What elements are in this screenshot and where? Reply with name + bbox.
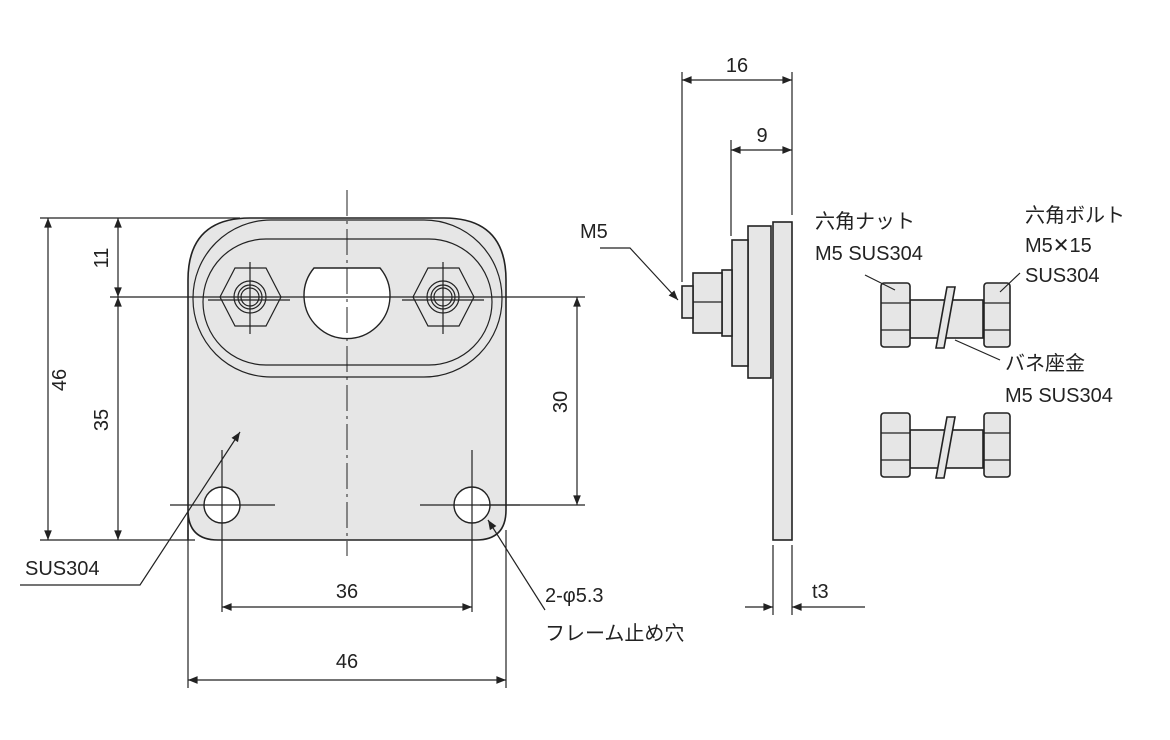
washer-name-label: バネ座金 xyxy=(1005,352,1085,375)
dim-center-to-bottom: 35 xyxy=(91,409,113,431)
dim-hole-pitch: 36 xyxy=(336,581,358,603)
side-view xyxy=(600,72,865,615)
dim-overall-width: 46 xyxy=(336,651,358,673)
dim-overall-height: 46 xyxy=(49,369,71,391)
nut-name-label: 六角ナット xyxy=(815,210,915,233)
keyhole xyxy=(303,267,391,340)
plate-material-label: SUS304 xyxy=(25,558,100,580)
bolt-size-label: M5✕15 xyxy=(1025,235,1092,257)
bolt-material-label: SUS304 xyxy=(1025,265,1100,287)
washer-spec-label: M5 SUS304 xyxy=(1005,385,1113,407)
dim-center-to-hole: 30 xyxy=(550,391,572,413)
dim-top-to-center: 11 xyxy=(91,248,113,269)
holes-spec-label: 2-φ5.3 xyxy=(545,585,604,607)
bolt-assembly-1 xyxy=(880,282,1011,349)
dim-side-depth: 16 xyxy=(726,55,748,77)
dim-side-partial: 9 xyxy=(756,125,767,147)
dim-thickness: t3 xyxy=(812,581,829,603)
bolt-name-label: 六角ボルト xyxy=(1025,204,1125,227)
dimension-lines xyxy=(40,217,585,688)
holes-purpose-label: フレーム止め穴 xyxy=(545,622,684,645)
nut-spec-label: M5 SUS304 xyxy=(815,243,923,265)
thread-label: M5 xyxy=(580,221,608,243)
bolt-assembly-2 xyxy=(880,412,1011,479)
front-view-plate xyxy=(110,190,585,612)
